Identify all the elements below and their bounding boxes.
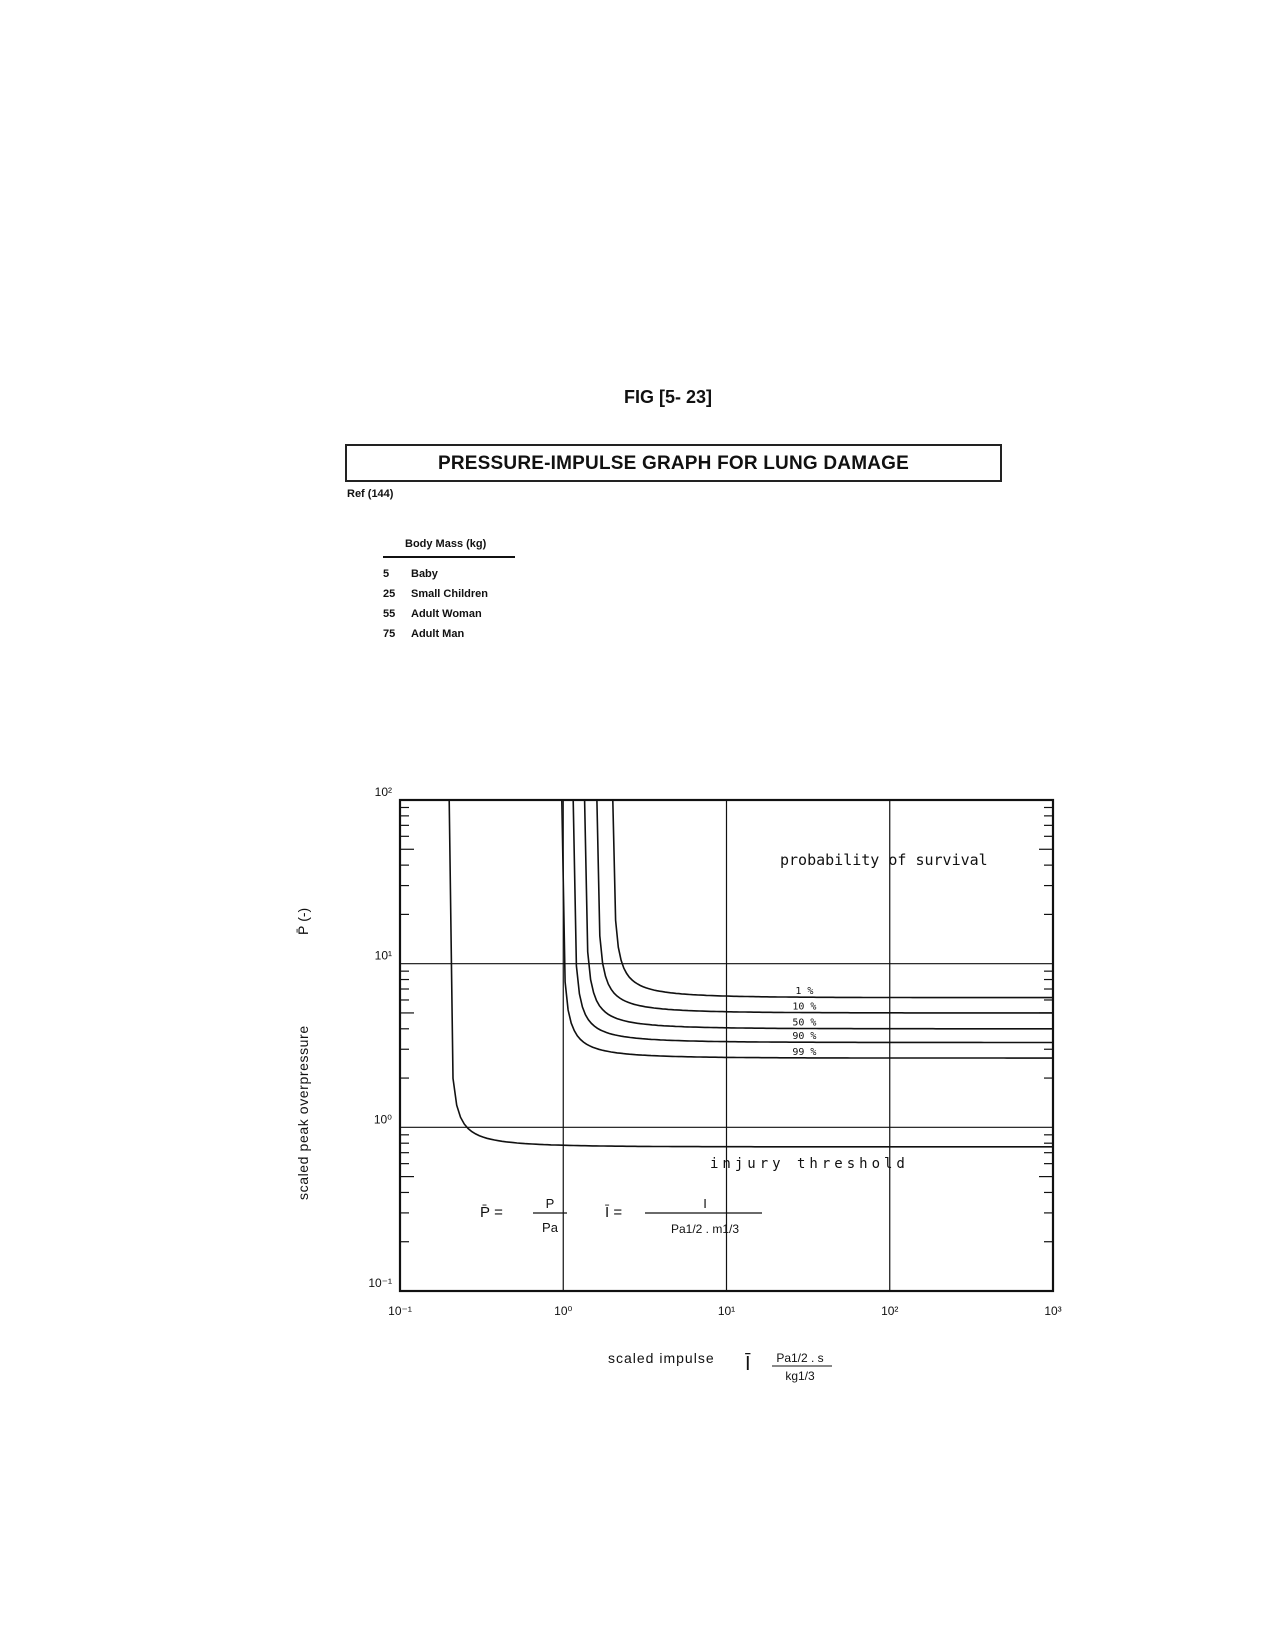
y-tick-label: 10⁰ xyxy=(374,1112,392,1126)
figure-label: FIG [5- 23] xyxy=(624,387,713,407)
formula-i-num: I xyxy=(703,1196,707,1211)
legend-mass: 75 xyxy=(383,628,396,640)
legend-label: Adult Woman xyxy=(411,608,482,620)
legend-row: 55 Adult Woman xyxy=(383,608,515,628)
legend-label: Adult Man xyxy=(411,628,465,640)
formula-impulse: Ī = I Pa1/2 . m1/3 xyxy=(605,1196,762,1236)
legend-mass: 55 xyxy=(383,608,396,620)
legend-divider xyxy=(383,556,515,558)
curve-layer xyxy=(448,799,1053,1148)
y-tick-label: 10² xyxy=(375,785,392,799)
curve-label: 90 % xyxy=(792,1031,816,1042)
formula-pressure: P̄ = P Pa xyxy=(480,1196,567,1235)
formula-p-den: Pa xyxy=(542,1220,559,1235)
x-tick-label: 10⁻¹ xyxy=(388,1304,412,1318)
formula-p-num: P xyxy=(546,1196,555,1211)
survival-curve xyxy=(596,799,1053,1014)
formula-i-den: Pa1/2 . m1/3 xyxy=(671,1222,739,1236)
label-layer: 10⁻¹ 10⁰ 10¹ 10² 10³ 10⁻¹ 10⁰ 10¹ 10² 1 % 10 % 50 %… xyxy=(368,785,1061,1318)
y-tick-label: 10¹ xyxy=(375,949,392,963)
legend-label: Baby xyxy=(411,568,438,580)
x-tick-label: 10³ xyxy=(1044,1304,1061,1318)
y-axis-label: scaled peak overpressure xyxy=(295,1025,311,1200)
x-axis-symbol: Ī xyxy=(745,1352,751,1375)
formula-i-lhs: Ī = xyxy=(605,1204,622,1221)
survival-curve xyxy=(612,799,1053,999)
y-tick-label: 10⁻¹ xyxy=(368,1276,392,1290)
legend-row: 25 Small Children xyxy=(383,588,515,608)
threshold-annotation: injury threshold xyxy=(710,1156,909,1172)
curve-label: 99 % xyxy=(792,1047,816,1058)
x-axis-unit-den: kg1/3 xyxy=(785,1369,815,1383)
body-mass-legend: Body Mass (kg) 5 Baby 25 Small Children … xyxy=(383,538,515,648)
survival-curve xyxy=(561,799,1053,1059)
figure-title: PRESSURE-IMPULSE GRAPH FOR LUNG DAMAGE xyxy=(345,444,1002,482)
legend-label: Small Children xyxy=(411,588,489,600)
x-axis-label: scaled impulse xyxy=(608,1350,715,1366)
x-axis-unit-num: Pa1/2 . s xyxy=(776,1351,823,1365)
reference: Ref (144) xyxy=(347,488,394,500)
survival-curve xyxy=(572,799,1053,1044)
x-tick-label: 10¹ xyxy=(718,1304,735,1318)
curve-label: 50 % xyxy=(792,1017,816,1028)
survival-curve xyxy=(583,799,1053,1030)
legend-row: 75 Adult Man xyxy=(383,628,515,648)
legend-mass: 5 xyxy=(383,568,390,580)
legend-row: 5 Baby xyxy=(383,568,515,588)
curve-label: 1 % xyxy=(795,986,813,997)
x-tick-label: 10² xyxy=(881,1304,898,1318)
y-axis-symbol: P̄ (-) xyxy=(295,908,311,935)
formula-p-lhs: P̄ = xyxy=(480,1204,503,1221)
legend-heading: Body Mass (kg) xyxy=(405,538,487,550)
curve-label: 10 % xyxy=(792,1002,816,1013)
region-annotation: probability of survival xyxy=(780,851,988,869)
survival-curve xyxy=(448,799,1053,1148)
x-tick-label: 10⁰ xyxy=(554,1304,572,1318)
legend-mass: 25 xyxy=(383,588,396,600)
